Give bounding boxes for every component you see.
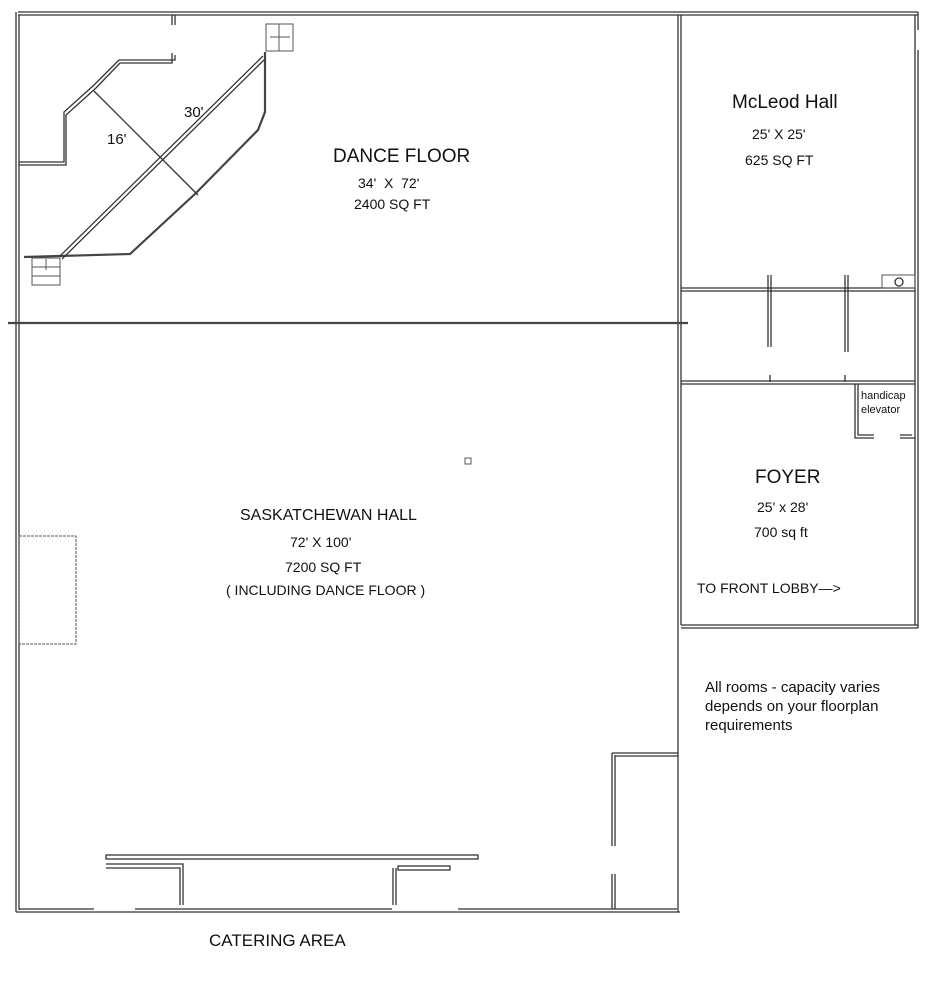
saskatchewan-hall-note: ( INCLUDING DANCE FLOOR ): [226, 582, 426, 598]
stage-walls: [19, 15, 294, 286]
capacity-note-line3: requirements: [705, 717, 793, 734]
stage-depth-label: 16': [107, 131, 127, 148]
elevator-label-line2: elevator: [861, 404, 901, 416]
stage-width-label: 30': [184, 104, 204, 121]
foyer-area: 700 sq ft: [754, 524, 808, 540]
mcleod-hall-title: McLeod Hall: [732, 92, 838, 113]
catering-area-label: CATERING AREA: [209, 931, 346, 950]
dance-floor-dimensions: 34' X 72': [358, 175, 420, 191]
capacity-note-line1: All rooms - capacity varies: [705, 679, 881, 696]
foyer-dimensions: 25' x 28': [757, 499, 809, 515]
capacity-note: All rooms - capacity varies depends on y…: [705, 678, 880, 735]
front-lobby-label: TO FRONT LOBBY—>: [697, 580, 841, 596]
east-wing-walls: [681, 274, 916, 439]
dance-floor-title: DANCE FLOOR: [333, 146, 471, 167]
mcleod-hall-dimensions: 25' X 25': [752, 126, 806, 142]
mcleod-hall-area: 625 SQ FT: [745, 152, 814, 168]
saskatchewan-hall-dimensions: 72' X 100': [290, 534, 352, 550]
capacity-note-line2: depends on your floorplan: [705, 698, 879, 715]
saskatchewan-hall-title: SASKATCHEWAN HALL: [240, 507, 417, 524]
column-marker: [464, 457, 472, 465]
west-alcove: [18, 535, 77, 645]
serving-counter: [105, 854, 479, 905]
arrow-right-icon: —>: [818, 580, 841, 596]
southeast-closet: [611, 752, 678, 909]
elevator-label-line1: handicap: [861, 390, 906, 402]
saskatchewan-hall-area: 7200 SQ FT: [285, 559, 362, 575]
foyer-title: FOYER: [755, 467, 821, 488]
exterior-walls: [15, 11, 919, 913]
front-lobby-text: TO FRONT LOBBY: [697, 580, 819, 596]
dance-floor-area: 2400 SQ FT: [354, 196, 431, 212]
